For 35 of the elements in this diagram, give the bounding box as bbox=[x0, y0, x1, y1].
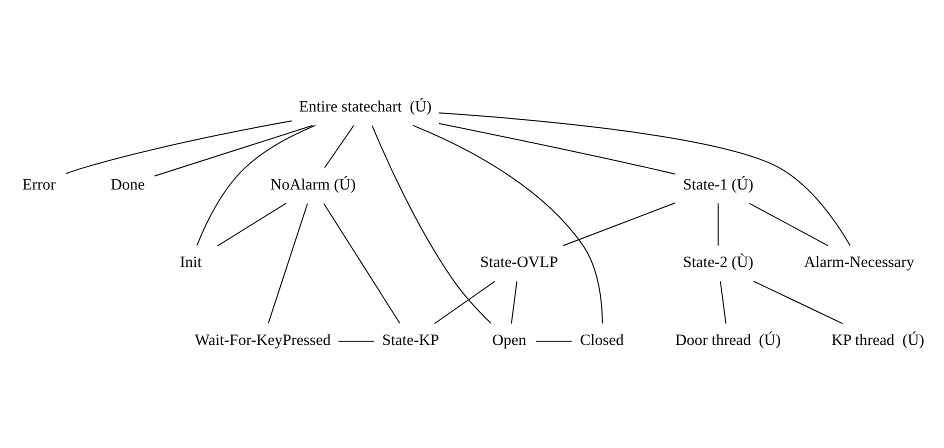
node-text: Done bbox=[110, 176, 145, 193]
connector bbox=[720, 280, 726, 324]
node-text: State-2 (Ù) bbox=[682, 254, 754, 271]
node-text: Entire statechart (Ú) bbox=[298, 98, 432, 115]
node-text: State-1 (Ú) bbox=[682, 176, 754, 193]
connector bbox=[434, 280, 496, 324]
connector bbox=[66, 120, 292, 174]
connector bbox=[718, 202, 719, 246]
node-text: Closed bbox=[580, 332, 624, 349]
connector bbox=[338, 340, 374, 342]
node-text: Open bbox=[492, 332, 526, 349]
node-text: Wait-For-KeyPressed bbox=[194, 332, 331, 349]
connector bbox=[216, 202, 286, 246]
node-text: Door thread (Ú) bbox=[675, 332, 781, 349]
connector bbox=[196, 124, 316, 246]
connector bbox=[323, 202, 400, 324]
node-text: NoAlarm (Ú) bbox=[270, 176, 356, 193]
connector bbox=[412, 124, 603, 324]
connector bbox=[562, 202, 676, 246]
connector bbox=[154, 124, 314, 176]
node-text: Init bbox=[180, 254, 202, 271]
connector bbox=[536, 340, 572, 342]
node-text: State-OVLP bbox=[480, 254, 558, 271]
node-text: Error bbox=[22, 176, 56, 193]
connector bbox=[372, 124, 492, 324]
connector bbox=[749, 202, 828, 246]
node-text: State-KP bbox=[382, 332, 440, 349]
connector bbox=[753, 280, 844, 324]
connector bbox=[438, 112, 851, 246]
connector bbox=[510, 280, 518, 324]
node-text: Alarm-Necessary bbox=[804, 254, 914, 271]
connector bbox=[268, 202, 308, 324]
node-text: KP thread (Ú) bbox=[832, 332, 924, 349]
connector bbox=[438, 122, 676, 174]
connector bbox=[324, 124, 354, 168]
